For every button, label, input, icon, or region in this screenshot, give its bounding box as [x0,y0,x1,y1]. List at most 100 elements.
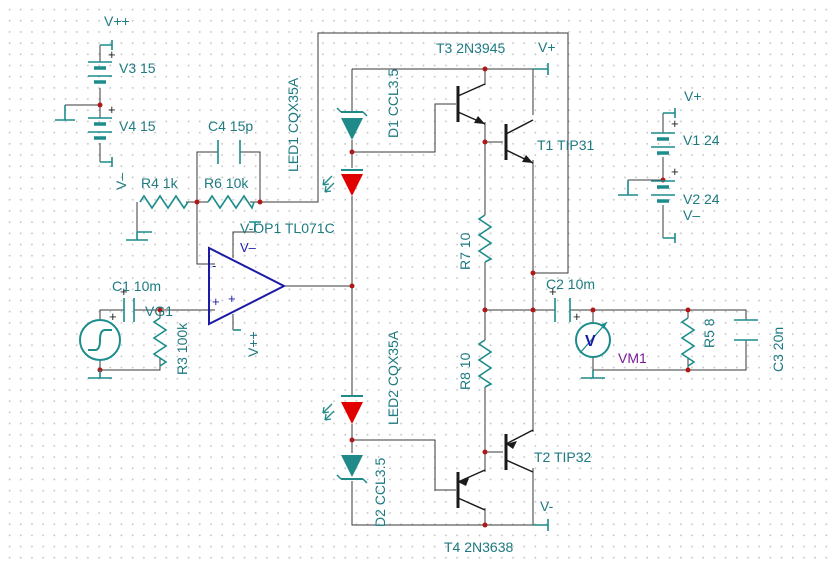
label-t2: T2 TIP32 [534,449,592,465]
vminus-terminal-icon [663,233,676,243]
wires [65,32,747,526]
label-v1: V1 24 [683,132,720,148]
labels: V++ V3 15 V4 15 V– R4 1k R6 10k C4 15p L… [104,13,786,555]
label-led1: LED1 CQX35A [285,77,301,172]
label-vplus-top: V+ [538,39,556,55]
label-c1: C1 10m [112,278,161,294]
vg1-plus: + [109,309,117,324]
ground-icon [126,231,152,241]
node-dot [349,437,355,443]
vpp-terminal-icon [100,40,113,50]
vplus-terminal-icon [533,63,549,75]
node-dot [482,307,488,313]
opamp-vminus-pin: V– [240,240,257,255]
opamp-minus-pin: - [212,258,216,273]
light-emission-icon [324,410,335,421]
node-dot [590,307,596,313]
ground-icon [618,180,638,196]
label-r6: R6 10k [204,175,249,191]
vminus-terminal-icon [533,519,549,531]
node-dot [157,307,163,313]
label-vpp: V++ [104,13,130,29]
label-r5: R5 8 [701,318,717,348]
label-vmm-left: V– [113,173,129,190]
node-dot [530,270,536,276]
signal-generator-vg1[interactable] [79,319,121,361]
label-d1: D1 CCL3.5 [385,69,401,138]
opamp-plus-pin: + [212,294,220,309]
capacitor-c4[interactable] [217,140,241,164]
c1-plus: + [120,284,128,299]
node-dot [530,307,536,313]
label-t3: T3 2N3945 [436,40,505,56]
junction-nodes [97,66,691,528]
label-r3: R3 100k [174,322,190,375]
battery-v1[interactable] [651,132,675,155]
vm1-plus: + [573,309,581,324]
label-vm1: VM1 [618,350,647,366]
led-led2[interactable] [322,395,363,424]
diode-d1[interactable] [336,107,368,140]
node-dot [194,199,200,205]
battery-v3[interactable] [88,61,112,84]
label-v2: V2 24 [683,191,720,207]
resistor-r8[interactable] [477,339,493,388]
capacitor-c1[interactable] [123,298,135,322]
battery-v2[interactable] [651,180,675,203]
diode-d2[interactable] [336,455,368,484]
label-r4: R4 1k [141,175,179,191]
ground-icon [581,370,605,379]
resistor-r3[interactable] [152,317,168,367]
transistor-t4[interactable] [456,469,486,511]
light-emission-icon [324,182,335,193]
led-led1[interactable] [322,169,363,196]
label-v4: V4 15 [119,118,156,134]
node-dot [97,102,103,108]
node-dot [482,139,488,145]
node-dot [482,66,488,72]
transistor-t3[interactable] [456,83,486,125]
ground-icon [88,370,112,379]
label-c3: C3 20n [770,327,786,372]
ground-icon [55,105,75,121]
label-vg1: VG1 [145,303,173,319]
transistor-t2[interactable] [504,429,534,473]
resistor-r6[interactable] [207,194,255,210]
opamp-v-op1[interactable] [208,246,287,326]
v3-plus: + [108,47,116,62]
label-t4: T4 2N3638 [444,539,513,555]
capacitor-c2[interactable] [554,298,571,322]
resistor-r4[interactable] [139,194,189,210]
v1-plus: + [671,116,679,131]
node-dot [349,149,355,155]
node-dot [685,367,691,373]
v4-plus: + [108,102,116,117]
transistor-t1[interactable] [504,119,534,164]
label-vminus-bottom: V- [540,498,554,514]
label-vminus-right: V– [683,207,700,223]
capacitor-c3[interactable] [734,319,758,341]
opamp-vmm-terminal-icon [249,221,261,232]
label-v3: V3 15 [119,60,156,76]
c2-plus: + [549,284,557,299]
node-dot [482,522,488,528]
voltmeter-vm1[interactable] [575,321,611,358]
label-opamp-vpp: V++ [245,331,261,357]
label-c2: C2 10m [546,276,595,292]
v2-plus: + [671,164,679,179]
label-d2: D2 CCL3.5 [372,458,388,527]
node-dot [482,449,488,455]
battery-v4[interactable] [88,117,112,140]
label-r7: R7 10 [457,232,473,270]
label-c4: C4 15p [208,118,253,134]
vplus-terminal-icon [663,108,676,118]
resistor-r5[interactable] [680,317,696,367]
node-dot [349,283,355,289]
label-vplus-right: V+ [684,88,702,104]
label-opamp: V-OP1 TL071C [240,220,335,236]
resistor-r7[interactable] [477,214,493,263]
voltmeter-symbol: V [585,333,596,350]
vmm-terminal-icon [100,157,113,167]
